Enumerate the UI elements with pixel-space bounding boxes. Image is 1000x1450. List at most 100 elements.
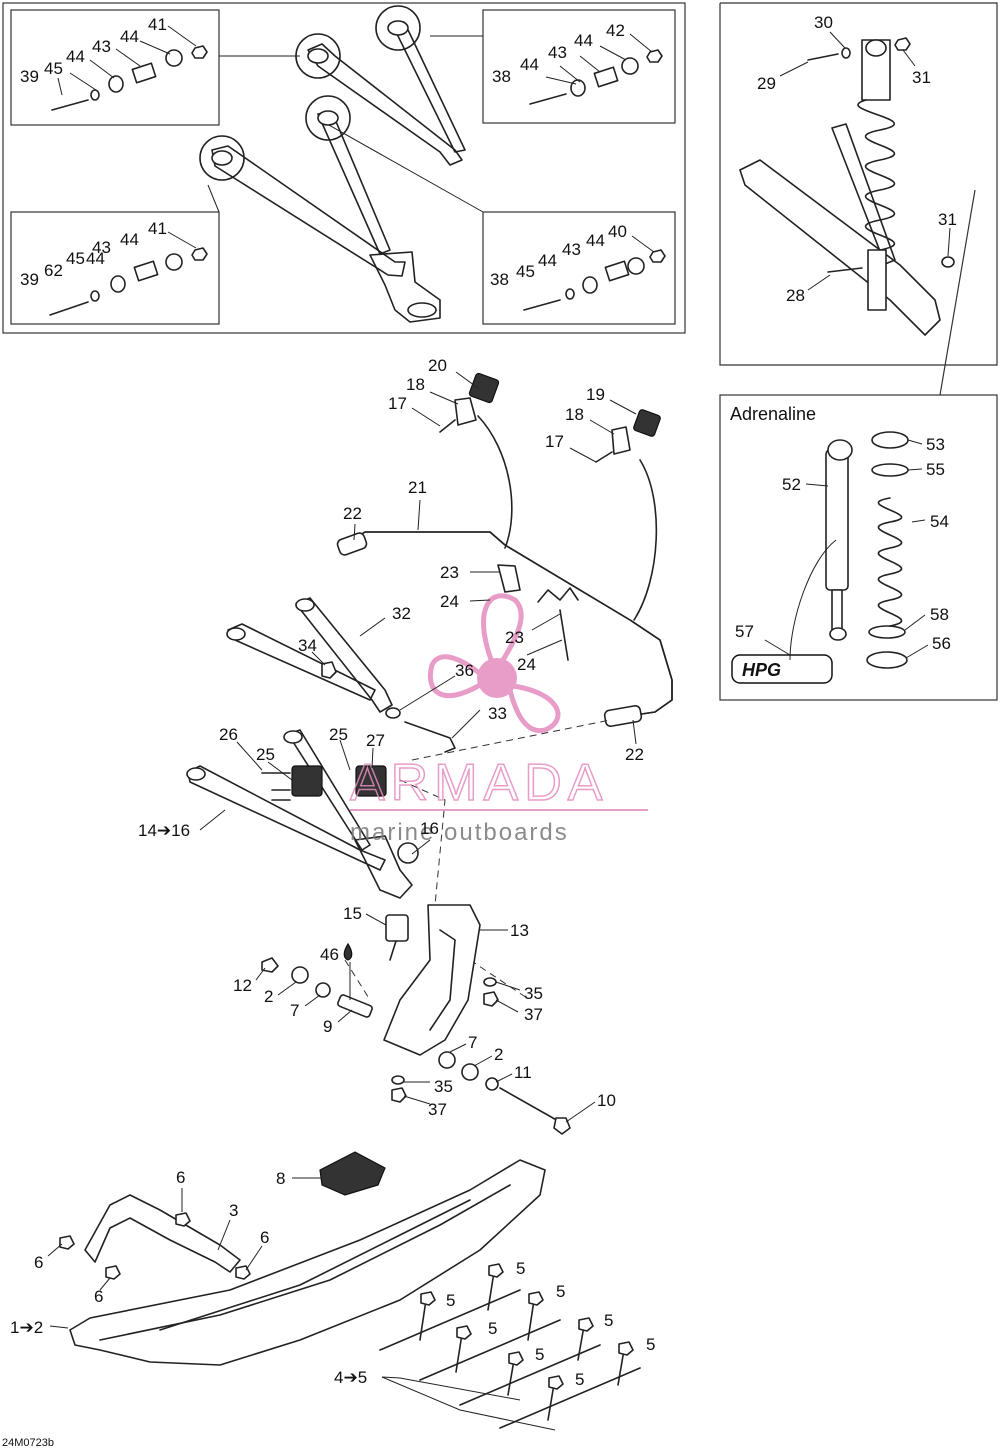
callout: 6 — [176, 1168, 185, 1187]
callout: 11 — [514, 1063, 532, 1082]
callout: 43 — [548, 43, 567, 62]
callout: 53 — [926, 435, 945, 454]
callout: 44 — [120, 230, 139, 249]
callout: 12 — [233, 976, 252, 995]
shock-mount-panel — [719, 2, 998, 396]
callout: 14➔16 — [138, 821, 190, 840]
callout: 37 — [428, 1100, 447, 1119]
callout: 21 — [408, 478, 427, 497]
callout: 34 — [298, 636, 317, 655]
callout: 30 — [814, 13, 833, 32]
callout: 5 — [646, 1335, 655, 1354]
callout: 7 — [468, 1033, 477, 1052]
callout: 44 — [66, 47, 85, 66]
armada-watermark: ARMADA marine outboards — [349, 593, 648, 846]
callout: 18 — [565, 405, 584, 424]
callout: 15 — [343, 904, 362, 923]
callout: 24 — [517, 655, 536, 674]
callout: 38 — [492, 67, 511, 86]
callout: 29 — [757, 74, 776, 93]
callout: 37 — [524, 1005, 543, 1024]
lower-a-arm — [199, 110, 441, 323]
callout: 55 — [926, 460, 945, 479]
callout: 44 — [586, 231, 605, 250]
callout: 43 — [92, 238, 111, 257]
shock-absorber — [857, 39, 896, 311]
callout: 58 — [930, 605, 949, 624]
callout: 17 — [545, 432, 564, 451]
callout: 52 — [782, 475, 801, 494]
callout: 23 — [440, 563, 459, 582]
panel-leaders — [57, 25, 655, 253]
callout: 35 — [524, 984, 543, 1003]
callout: 36 — [455, 661, 474, 680]
callout: 28 — [786, 286, 805, 305]
callout: 41 — [148, 15, 167, 34]
front-upper-a-arm — [226, 597, 456, 753]
callout: 44 — [574, 31, 593, 50]
callout: 26 — [219, 725, 238, 744]
callout: 41 — [148, 219, 167, 238]
callout: 5 — [488, 1319, 497, 1338]
callout: 5 — [535, 1345, 544, 1364]
callout: 10 — [597, 1091, 616, 1110]
callout: 5 — [516, 1259, 525, 1278]
adrenaline-inset: Adrenaline HPG — [719, 394, 998, 701]
callout: 44 — [120, 27, 139, 46]
callout: 6 — [34, 1253, 43, 1272]
callout: 22 — [625, 745, 644, 764]
bolt-stack-tr — [529, 49, 663, 105]
callout: 45 — [66, 249, 85, 268]
callout-labels: 41 39 45 44 43 44 42 38 44 43 44 41 39 6… — [2, 13, 957, 1449]
callout: 6 — [260, 1228, 269, 1247]
callout: 25 — [256, 745, 275, 764]
callout: 2 — [264, 987, 273, 1006]
propeller-logo — [427, 593, 561, 734]
callout: 44 — [538, 251, 557, 270]
callout: 9 — [323, 1017, 332, 1036]
callout: 22 — [343, 504, 362, 523]
callout: 2 — [494, 1045, 503, 1064]
sway-bar-assembly — [336, 372, 673, 728]
callout: 46 — [320, 945, 339, 964]
callout: 13 — [510, 921, 529, 940]
callout: 62 — [44, 261, 63, 280]
callout: 17 — [388, 394, 407, 413]
lubricant-droplet-icon — [343, 942, 353, 961]
callout: 54 — [930, 512, 949, 531]
callout: 4➔5 — [334, 1368, 367, 1387]
callout: 39 — [20, 270, 39, 289]
callout: 44 — [520, 55, 539, 74]
callout: 25 — [329, 725, 348, 744]
bolt-stack-br — [523, 249, 666, 311]
propeller-hub — [477, 658, 517, 698]
figure-code: 24M0723b — [2, 1437, 54, 1449]
callout: 16 — [420, 819, 439, 838]
callout: 7 — [290, 1001, 299, 1020]
callout-leaders — [47, 371, 637, 1329]
callout: 27 — [366, 731, 385, 750]
callout: 44 — [86, 249, 105, 268]
watermark-tagline: marine outboards — [350, 819, 569, 846]
callout: 3 — [229, 1201, 238, 1220]
bolt-stack-tl — [51, 45, 208, 111]
callout: 19 — [586, 385, 605, 404]
callout: 31 — [912, 68, 931, 87]
callout: 39 — [20, 67, 39, 86]
ski — [59, 1151, 546, 1366]
upper-a-arm — [295, 5, 466, 166]
callout: 5 — [604, 1311, 613, 1330]
front-lower-a-arm — [186, 729, 419, 899]
bolt-stack-bl — [49, 247, 208, 316]
callout: 5 — [556, 1282, 565, 1301]
callout: 20 — [428, 356, 447, 375]
callout: 5 — [575, 1370, 584, 1389]
inset-title: Adrenaline — [730, 404, 816, 424]
callout: 5 — [446, 1291, 455, 1310]
callout: 38 — [490, 270, 509, 289]
callout: 23 — [505, 628, 524, 647]
callout: 1➔2 — [10, 1318, 43, 1337]
callout: 45 — [44, 59, 63, 78]
callout: 33 — [488, 704, 507, 723]
